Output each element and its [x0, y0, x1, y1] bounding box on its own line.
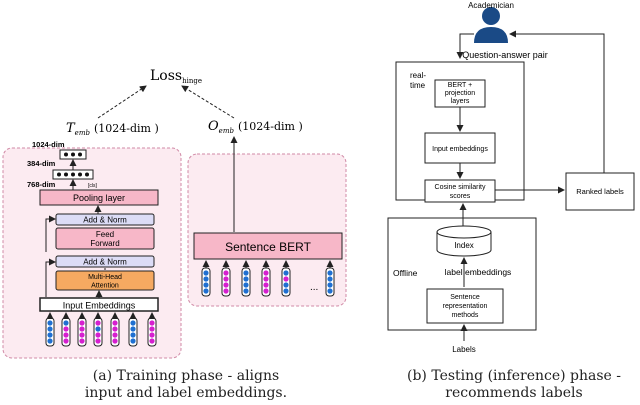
srm-label-2: representation — [443, 303, 488, 310]
realtime-label-2: time — [410, 81, 426, 90]
o-emb-dim: (1024-dim ) — [238, 120, 303, 133]
input-embeddings-rt-label: Input embeddings — [432, 146, 488, 153]
input-embeddings-label: Input Embeddings — [63, 301, 136, 311]
bert-label-2: projection — [445, 90, 475, 97]
cosine-label-1: Cosine similarity — [435, 184, 486, 191]
inference-diagram: Academician Question-answer pair real- t… — [387, 1, 635, 401]
training-diagram: Losshinge Temb (1024-dim ) Oemb (1024-di… — [2, 68, 347, 401]
dim-768-label: 768-dim — [27, 180, 56, 189]
token-column — [77, 312, 87, 347]
sentence-bert-box — [193, 232, 343, 260]
token-column — [147, 312, 157, 347]
ranked-labels-box — [565, 172, 635, 211]
add-norm-bottom-box — [55, 255, 155, 268]
feed-forward-box — [55, 227, 155, 250]
srm-label-1: Sentence — [450, 294, 480, 301]
label-token-column — [261, 260, 271, 297]
label-token-columns — [201, 260, 335, 297]
residual-line-2 — [45, 215, 56, 252]
token-column — [93, 312, 103, 347]
add-norm-top-box — [55, 213, 155, 226]
index-label: Index — [454, 241, 474, 250]
caption-b-line2: recommends labels — [445, 385, 582, 400]
token-column — [45, 312, 55, 347]
label-token-column — [221, 260, 231, 297]
labels-label: Labels — [452, 345, 476, 354]
mha-label-2: Attention — [91, 283, 119, 290]
token-column — [61, 312, 71, 347]
token-column — [128, 312, 138, 347]
label-embeddings-label: label embeddings — [445, 267, 512, 277]
vector-1024 — [59, 149, 87, 160]
label-token-column — [325, 260, 335, 297]
ranked-labels-label: Ranked labels — [576, 187, 624, 196]
arrow-t-to-loss — [97, 85, 147, 119]
arrow-o-to-loss — [181, 85, 235, 119]
t-emb-label: Temb — [66, 121, 90, 137]
loss-label: Losshinge — [150, 68, 202, 85]
dim-384-label: 384-dim — [27, 159, 56, 168]
pooling-layer-label: Pooling layer — [73, 193, 125, 203]
mha-label-1: Multi-Head — [88, 274, 122, 281]
o-emb-label: Oemb — [208, 119, 234, 135]
vector-384 — [52, 169, 94, 180]
residual-line-1 — [45, 258, 56, 297]
caption-a-line2: input and label embeddings. — [85, 385, 287, 400]
caption-b-line1: (b) Testing (inference) phase - — [407, 368, 621, 384]
offline-label: Offline — [393, 268, 418, 278]
user-icon — [474, 7, 508, 43]
academician-label: Academician — [468, 1, 514, 10]
cls-token-label: [cls] — [88, 183, 98, 189]
t-emb-dim: (1024-dim ) — [94, 122, 159, 135]
multi-head-attention-box — [55, 270, 155, 291]
cosine-label-2: scores — [450, 193, 471, 200]
add-norm-top-label: Add & Norm — [83, 216, 127, 225]
token-column — [110, 312, 120, 347]
label-token-column — [241, 260, 251, 297]
caption-a-line1: (a) Training phase - aligns — [93, 368, 279, 384]
cosine-similarity-box — [424, 179, 496, 203]
realtime-label-1: real- — [410, 71, 426, 80]
index-database-icon — [436, 225, 492, 257]
sentence-representation-box — [426, 288, 504, 324]
add-norm-bottom-label: Add & Norm — [83, 258, 127, 267]
bert-label-3: layers — [451, 98, 470, 105]
feed-forward-label-1: Feed — [96, 230, 114, 239]
ellipsis: ... — [310, 282, 318, 293]
feedback-arrow — [509, 30, 605, 178]
user-to-system-arrow — [456, 33, 474, 59]
label-token-column — [281, 260, 291, 297]
bert-label-1: BERT + — [448, 82, 472, 89]
dim-1024-label: 1024-dim — [32, 140, 65, 149]
srm-label-3: methods — [452, 312, 479, 319]
label-token-column — [201, 260, 211, 297]
sentence-bert-label: Sentence BERT — [225, 240, 311, 254]
qa-pair-label: Question-answer pair — [462, 50, 548, 60]
left-token-columns — [45, 312, 157, 347]
feed-forward-label-2: Forward — [90, 239, 119, 248]
